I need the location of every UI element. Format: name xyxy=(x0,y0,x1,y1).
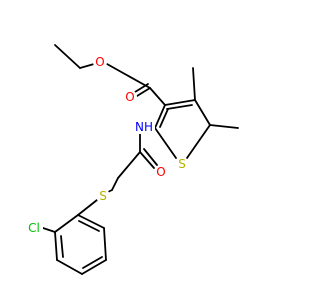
bond-c-amide-o-1 xyxy=(139,151,155,169)
bond-benz-2-3 xyxy=(54,231,58,261)
atom-s-ring: S xyxy=(175,157,189,171)
bond-ch2-o-ester xyxy=(79,63,95,69)
bond-benz-4-5-inner xyxy=(82,256,103,269)
bond-s-aryl xyxy=(77,199,98,216)
bond-ch2a-ch2b xyxy=(111,177,119,191)
bond-c4-methyl xyxy=(192,67,196,101)
s-thioether-label: S xyxy=(99,189,107,203)
o-carbonyl-label: O xyxy=(125,90,134,104)
bond-benz-3-4 xyxy=(56,259,83,275)
bond-c-amide-o-2 xyxy=(143,148,158,166)
bond-c-ester-o-carbonyl-1 xyxy=(136,87,151,97)
bonds-layer xyxy=(42,44,239,275)
bond-ring-c2-c3-inner xyxy=(159,108,169,128)
atom-s-thioether: S xyxy=(96,189,110,203)
s-ring-label: S xyxy=(178,157,186,171)
bond-benz-5-6 xyxy=(103,227,107,261)
bond-c-amide-ch2a xyxy=(117,151,141,179)
molecule-structure-diagram: O O NH S O S Cl xyxy=(25,44,239,275)
bond-ring-c3-c4-inner xyxy=(166,104,193,110)
bond-benz-4-5 xyxy=(81,259,107,275)
bond-ring-s-c2 xyxy=(154,127,177,159)
bond-benz-6-1-inner xyxy=(78,220,100,232)
atom-o-amide: O xyxy=(154,165,168,179)
bond-benz-1-2 xyxy=(54,214,79,233)
atom-nh: NH xyxy=(133,120,155,134)
bond-c-ester-o-carbonyl-2 xyxy=(134,83,149,93)
bond-ring-c2-c3 xyxy=(154,104,166,129)
bond-benz-6-1 xyxy=(77,214,105,229)
atom-o-carbonyl: O xyxy=(123,90,137,104)
atom-cl: Cl xyxy=(25,221,43,235)
bond-c-ester-ring-c3 xyxy=(149,87,166,106)
bond-benz-2-3-inner xyxy=(60,235,64,258)
bond-ring-c3-c4 xyxy=(164,99,196,106)
bond-ring-c5-s xyxy=(186,124,211,159)
o-ester-label: O xyxy=(95,55,104,69)
atom-o-ester: O xyxy=(93,55,107,69)
o-amide-label: O xyxy=(156,165,165,179)
nh-label: NH xyxy=(135,120,153,134)
bond-benz-2-cl xyxy=(42,227,56,233)
bond-ring-c4-c5 xyxy=(194,99,211,126)
bond-ethyl-ch3-ch2 xyxy=(54,44,81,69)
bond-o-ester-c-ester xyxy=(106,63,151,89)
bond-c5-methyl xyxy=(209,124,239,129)
bond-ch2b-s xyxy=(107,189,113,193)
atom-labels-layer: O O NH S O S Cl xyxy=(25,55,189,235)
cl-label: Cl xyxy=(28,221,40,235)
